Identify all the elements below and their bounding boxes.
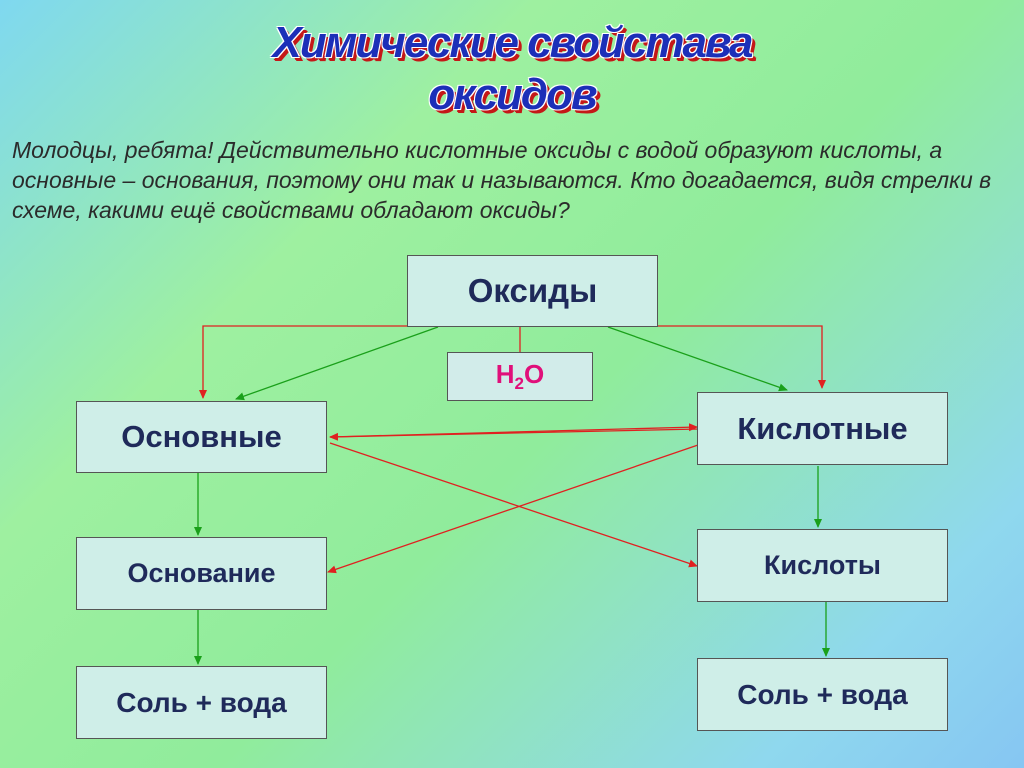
- node-base-label: Основание: [127, 558, 276, 588]
- intro-text: Молодцы, ребята! Действительно кислотные…: [12, 137, 992, 223]
- node-oxides: Оксиды: [407, 255, 658, 327]
- red-arrow-oxides-basic: [199, 325, 407, 399]
- node-base: Основание: [76, 537, 327, 610]
- node-acidic-label: Кислотные: [737, 410, 908, 446]
- node-acidic: Кислотные: [697, 392, 948, 465]
- node-basic-label: Основные: [121, 419, 282, 454]
- node-acids-label: Кислоты: [764, 550, 881, 580]
- node-basic: Основные: [76, 401, 327, 473]
- node-salt-water-left: Соль + вода: [76, 666, 327, 739]
- node-acids: Кислоты: [697, 529, 948, 602]
- node-salt-water-right: Соль + вода: [697, 658, 948, 731]
- title-line-2: оксидов: [428, 70, 597, 119]
- red-arrow-acidic-base: [327, 444, 699, 574]
- title-line-1: Химические свойстава: [272, 18, 754, 67]
- node-salt-water-right-label: Соль + вода: [737, 678, 908, 710]
- red-arrow-basic-acids: [329, 442, 698, 568]
- red-arrow-oxides-acidic: [658, 325, 826, 389]
- green-arrow-oxides-basic: [235, 326, 439, 401]
- node-water: H2O: [447, 352, 593, 401]
- water-formula: H2O: [495, 358, 545, 394]
- node-salt-water-left-label: Соль + вода: [116, 686, 287, 718]
- node-oxides-label: Оксиды: [467, 272, 598, 309]
- green-arrow-oxides-acidic: [607, 326, 788, 392]
- red-arrow-basic-acidic: [329, 423, 698, 438]
